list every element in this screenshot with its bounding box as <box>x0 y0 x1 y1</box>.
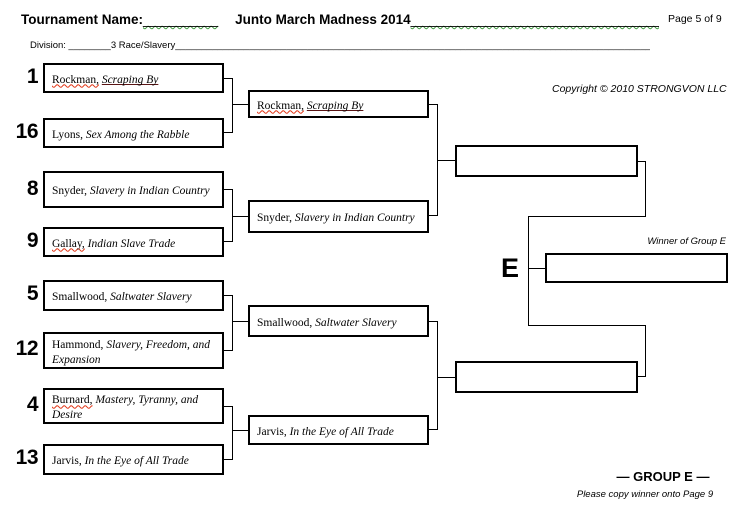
header-line-division: Division: ________3 Race/Slavery________… <box>30 40 650 54</box>
semifinal-box-top <box>455 145 638 177</box>
author-name: Smallwood, <box>257 316 313 329</box>
footer-note: Please copy winner onto Page 9 <box>576 489 714 500</box>
tournament-name-blank: __________ <box>143 12 219 27</box>
tournament-name-label: Tournament Name: <box>21 12 144 27</box>
bracket-connector <box>233 321 248 323</box>
r2-box-smallwood: Smallwood, Saltwater Slavery <box>248 305 429 337</box>
division-value: 3 Race/Slavery <box>110 40 176 51</box>
semifinal-box-bottom <box>455 361 638 393</box>
seed-13: 13 <box>15 446 39 469</box>
seed-8: 8 <box>26 177 39 200</box>
book-title: Slavery in Indian Country <box>294 212 415 225</box>
seed-5: 5 <box>26 282 39 305</box>
bracket-connector <box>528 216 646 218</box>
seed-16: 16 <box>15 120 39 143</box>
author-name: Lyons, <box>52 128 83 141</box>
copyright-notice: Copyright © 2010 STRONGVON LLC <box>552 83 727 95</box>
author-name: Gallay, <box>52 237 85 250</box>
r1-box-burnard: Burnard, Mastery, Tyranny, and Desire <box>43 388 224 424</box>
author-name: Burnard, <box>52 394 93 407</box>
bracket-connector <box>528 325 646 327</box>
bracket-connector <box>438 377 455 379</box>
seed-12: 12 <box>15 337 39 360</box>
author-name: Snyder, <box>52 185 87 198</box>
bracket-connector <box>224 295 233 351</box>
author-name: Snyder, <box>257 212 292 225</box>
book-title: Scraping By <box>306 99 364 112</box>
winner-box <box>545 253 728 283</box>
header-line-tournament: Tournament Name:__________ Junto March Ma… <box>21 12 659 32</box>
seed-1: 1 <box>26 65 39 88</box>
author-name: Jarvis, <box>257 425 287 438</box>
bracket-connector <box>224 406 233 460</box>
r1-box-jarvis: Jarvis, In the Eye of All Trade <box>43 444 224 475</box>
footer-group-title: — GROUP E — <box>616 469 710 484</box>
division-blank: ________ <box>68 40 111 51</box>
division-blank-trail: ________________________________________… <box>175 40 650 51</box>
author-name: Jarvis, <box>52 455 82 468</box>
page-indicator: Page 5 of 9 <box>668 13 722 25</box>
book-title: Saltwater Slavery <box>315 316 397 329</box>
group-letter: E <box>500 253 519 283</box>
r1-box-snyder: Snyder, Slavery in Indian Country <box>43 171 224 208</box>
book-title: In the Eye of All Trade <box>84 455 189 468</box>
winner-caption: Winner of Group E <box>647 236 726 247</box>
book-title: Sex Among the Rabble <box>85 128 190 141</box>
r2-box-snyder: Snyder, Slavery in Indian Country <box>248 200 429 233</box>
book-title: Mastery, Tyranny, and Desire <box>52 394 199 421</box>
bracket-connector <box>528 216 530 326</box>
book-title: Slavery, Freedom, and Expansion <box>52 338 210 366</box>
bracket-connector <box>429 104 438 216</box>
book-title: Scraping By <box>101 73 159 86</box>
r1-box-lyons: Lyons, Sex Among the Rabble <box>43 118 224 148</box>
r2-box-jarvis: Jarvis, In the Eye of All Trade <box>248 415 429 445</box>
author-name: Smallwood, <box>52 291 108 304</box>
author-name: Hammond, <box>52 338 104 351</box>
book-title: Slavery in Indian Country <box>89 185 210 198</box>
bracket-connector <box>638 325 646 377</box>
r2-box-rockman: Rockman, Scraping By <box>248 90 429 118</box>
bracket-connector <box>438 160 455 162</box>
bracket-connector <box>233 430 248 432</box>
bracket-connector <box>224 78 233 133</box>
division-label: Division: <box>30 40 69 51</box>
tournament-name-value: Junto March Madness 2014 <box>235 12 411 27</box>
author-name: Rockman, <box>52 73 99 86</box>
bracket-connector <box>429 321 438 430</box>
author-name: Rockman, <box>257 99 304 112</box>
bracket-connector <box>528 268 545 270</box>
r1-box-hammond: Hammond, Slavery, Freedom, and Expansion <box>43 332 224 369</box>
r1-box-smallwood: Smallwood, Saltwater Slavery <box>43 280 224 311</box>
bracket-connector <box>638 161 646 216</box>
book-title: In the Eye of All Trade <box>289 425 394 438</box>
tournament-name-blank-trail: ________________________________________… <box>410 12 659 27</box>
r1-box-gallay: Gallay, Indian Slave Trade <box>43 227 224 257</box>
bracket-connector <box>233 216 248 218</box>
seed-4: 4 <box>26 393 39 416</box>
r1-box-rockman: Rockman, Scraping By <box>43 63 224 93</box>
bracket-connector <box>233 104 248 106</box>
bracket-connector <box>224 189 233 242</box>
book-title: Indian Slave Trade <box>87 237 176 250</box>
seed-9: 9 <box>26 229 39 252</box>
book-title: Saltwater Slavery <box>110 291 192 304</box>
